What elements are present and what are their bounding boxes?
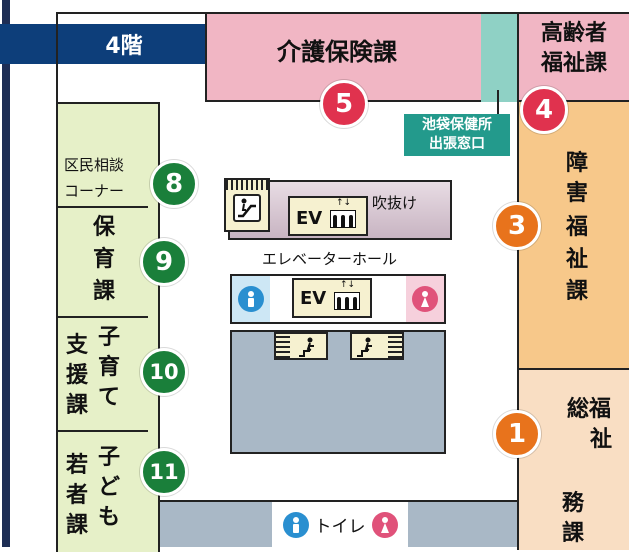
ikebukuro-sign: 池袋保健所 出張窓口: [404, 114, 510, 156]
room-wakamono-col1-3: 課: [65, 513, 88, 538]
divider-hoiku: [58, 316, 148, 318]
room-number-1: 1: [493, 410, 541, 458]
divider-kosodate: [58, 430, 148, 432]
room-hoiku[interactable]: 保 育 課: [58, 208, 158, 318]
bottom-toilet-area[interactable]: トイレ: [272, 502, 408, 547]
room-wakamono-col2-1: 子: [97, 445, 120, 470]
escalator-icon: [233, 194, 261, 222]
room-kosodate-col1-3: 課: [65, 393, 88, 418]
stairs-right-icon: [350, 332, 404, 360]
room-wakamono-col1-1: 若: [65, 453, 88, 478]
room-kosodate-col1-1: 支: [65, 333, 88, 358]
elevator-hall-label: エレベーターホール: [262, 250, 398, 268]
room-kosodate-col1-2: 援: [65, 363, 88, 388]
room-hoiku-char-2: 育: [92, 247, 115, 272]
room-soumu-label-3: 務: [561, 491, 584, 516]
left-outer-wall: [2, 0, 10, 547]
ev-top-people-icon: [330, 210, 356, 228]
room-soumu[interactable]: 総福 祉 務 課: [517, 368, 629, 550]
escalator-top-strip: [226, 180, 268, 190]
room-kumin-soudan[interactable]: 区民相談 コーナー: [58, 104, 158, 208]
female-toilet-icon: [412, 286, 438, 312]
ev-bottom-people-icon: [334, 292, 360, 310]
room-soumu-label-1: 総福: [566, 397, 611, 422]
room-shougai-char-4: 祉: [565, 247, 588, 272]
floor-label: 4階: [0, 24, 228, 64]
room-kosodate-col2-3: て: [97, 385, 120, 410]
room-hoiku-char-1: 保: [92, 215, 115, 240]
room-kumin-label-1: 区民相談: [64, 156, 125, 174]
room-number-3: 3: [493, 202, 541, 250]
room-number-4: 4: [520, 86, 568, 134]
room-wakamono-col2-3: も: [97, 505, 120, 530]
room-koureisha-label-1: 高齢者: [540, 21, 607, 46]
room-hoiku-char-3: 課: [92, 279, 115, 304]
room-kosodate-col2-1: 子: [97, 325, 120, 350]
bottom-female-toilet-icon: [371, 511, 398, 538]
room-number-9: 9: [140, 238, 188, 286]
ev-top-arrows-icon: ↑↓: [336, 198, 352, 208]
room-koureisha-label-2: 福祉課: [540, 51, 607, 76]
toilet-label: トイレ: [314, 517, 366, 537]
room-wakamono-col1-2: 者: [65, 483, 88, 508]
room-shougai-char-3: 福: [565, 215, 588, 240]
room-kumin-label-2: コーナー: [64, 182, 125, 200]
ev-bottom[interactable]: EV ↑↓: [292, 278, 372, 318]
fukinuke-label: 吹抜け: [372, 194, 418, 212]
room-soumu-label-2: 祉: [589, 427, 612, 452]
room-kaigo-label: 介護保険課: [277, 38, 397, 66]
teal-corridor: [481, 12, 517, 102]
room-number-10: 10: [140, 348, 188, 396]
divider-kumin: [58, 206, 148, 208]
ev-top[interactable]: EV ↑↓: [288, 196, 368, 236]
room-kosodate-shien[interactable]: 支 援 課 子 育 て: [58, 318, 158, 428]
ev-top-label: EV: [296, 208, 323, 229]
escalator-box: [224, 178, 270, 232]
ikebukuro-label-1: 池袋保健所: [422, 117, 492, 133]
ikebukuro-label-2: 出張窓口: [429, 136, 485, 152]
room-number-8: 8: [150, 160, 198, 208]
floor-label-text: 4階: [105, 34, 143, 59]
stairs-left-icon: [274, 332, 328, 360]
room-shougai-char-2: 害: [565, 181, 588, 206]
ikebukuro-sign-stem: [497, 90, 499, 116]
room-soumu-label-4: 課: [561, 521, 584, 546]
ev-bottom-arrows-icon: ↑↓: [340, 280, 356, 290]
ev-bottom-label: EV: [300, 288, 327, 309]
male-toilet-icon: [238, 286, 264, 312]
room-shougai-char-5: 課: [565, 279, 588, 304]
room-number-11: 11: [140, 448, 188, 496]
stair-area: [230, 330, 446, 454]
room-kodomo-wakamono[interactable]: 若 者 課 子 ど も: [58, 432, 158, 547]
room-wakamono-col2-2: ど: [97, 475, 120, 500]
room-shougai-char-1: 障: [565, 151, 588, 176]
room-kosodate-col2-2: 育: [97, 355, 120, 380]
bottom-male-toilet-icon: [282, 511, 309, 538]
room-number-5: 5: [320, 80, 368, 128]
